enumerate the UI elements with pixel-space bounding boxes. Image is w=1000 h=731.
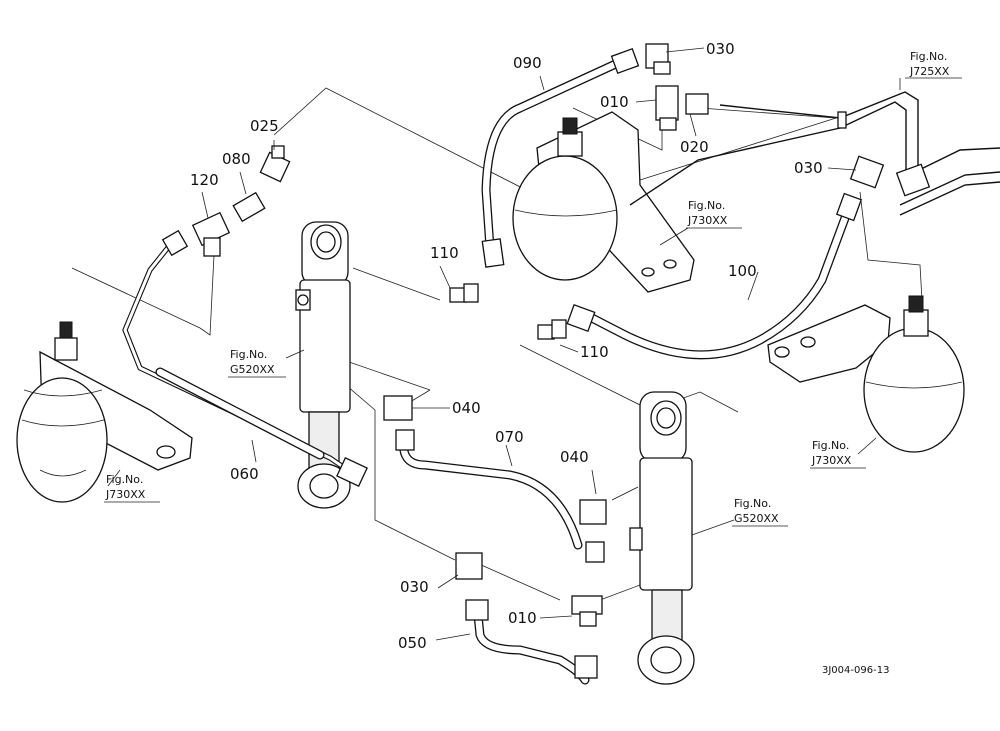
drawing-code: 3J004-096-13	[822, 665, 889, 676]
callout-040-left: 040	[452, 399, 481, 417]
callout-030-bottom: 030	[400, 578, 429, 596]
callout-025: 025	[250, 117, 279, 135]
part-callouts: 025 080 120 090 030 010 020 030 110 100 …	[190, 40, 823, 652]
cylinder-left	[295, 221, 351, 509]
hose-050	[465, 599, 598, 685]
callout-020: 020	[680, 138, 709, 156]
hose-070	[395, 429, 605, 563]
callout-090: 090	[513, 54, 542, 72]
svg-text:Fig.No.: Fig.No.	[734, 497, 771, 510]
svg-text:J730XX: J730XX	[687, 214, 728, 227]
svg-text:J730XX: J730XX	[105, 488, 146, 501]
figure-references: Fig.No. J725XX Fig.No. J730XX Fig.No. G5…	[104, 50, 962, 527]
callout-030-right: 030	[794, 159, 823, 177]
callout-060: 060	[230, 465, 259, 483]
callout-110-upper: 110	[430, 244, 459, 262]
svg-text:G520XX: G520XX	[734, 512, 779, 525]
callout-120: 120	[190, 171, 219, 189]
callout-leaders	[107, 47, 901, 641]
fig-ref-j730-right: Fig.No. J730XX	[810, 439, 866, 469]
svg-text:Fig.No.: Fig.No.	[230, 348, 267, 361]
fig-ref-g520-right: Fig.No. G520XX	[732, 497, 788, 527]
frame-rails	[629, 91, 1000, 216]
fittings	[191, 43, 885, 627]
svg-text:G520XX: G520XX	[230, 363, 275, 376]
callout-010-top: 010	[600, 93, 629, 111]
pipe-060	[122, 229, 368, 487]
svg-text:Fig.No.: Fig.No.	[910, 50, 947, 63]
callout-110-lower: 110	[580, 343, 609, 361]
cylinder-right	[629, 391, 695, 685]
fig-ref-j730-center: Fig.No. J730XX	[686, 199, 742, 229]
svg-text:Fig.No.: Fig.No.	[688, 199, 725, 212]
callout-080: 080	[222, 150, 251, 168]
callout-030-top: 030	[706, 40, 735, 58]
hose-090	[481, 47, 640, 268]
callout-040-right: 040	[560, 448, 589, 466]
accumulator-right	[767, 295, 965, 453]
hose-100	[566, 192, 863, 360]
svg-text:J725XX: J725XX	[909, 65, 950, 78]
svg-text:J730XX: J730XX	[811, 454, 852, 467]
fig-ref-j725: Fig.No. J725XX	[905, 50, 962, 79]
callout-100: 100	[728, 262, 757, 280]
callout-070: 070	[495, 428, 524, 446]
accumulator-center	[512, 111, 695, 293]
svg-text:Fig.No.: Fig.No.	[106, 473, 143, 486]
accumulator-left	[16, 321, 193, 503]
callout-010-bottom: 010	[508, 609, 537, 627]
callout-050: 050	[398, 634, 427, 652]
svg-text:Fig.No.: Fig.No.	[812, 439, 849, 452]
fig-ref-j730-left: Fig.No. J730XX	[104, 473, 160, 503]
fig-ref-g520-left: Fig.No. G520XX	[228, 348, 286, 378]
